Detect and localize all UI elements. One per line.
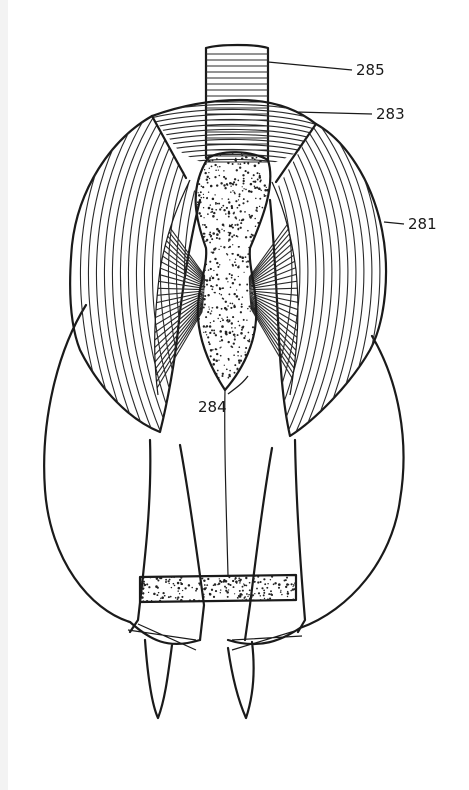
label-284: 284: [198, 398, 227, 416]
leader-285: [268, 62, 352, 70]
claw-detail: [128, 624, 302, 650]
label-281: 281: [408, 215, 437, 233]
central-channel: [225, 390, 228, 575]
label-283: 283: [376, 105, 405, 123]
left-lobe-outline: [70, 116, 200, 432]
right-claw: [228, 628, 300, 718]
label-285: 285: [356, 61, 385, 79]
right-leg-outline: [245, 440, 305, 640]
leader-284: [228, 376, 248, 394]
leader-283: [296, 112, 372, 114]
left-leg-outline: [130, 440, 204, 640]
leader-281: [384, 222, 404, 224]
